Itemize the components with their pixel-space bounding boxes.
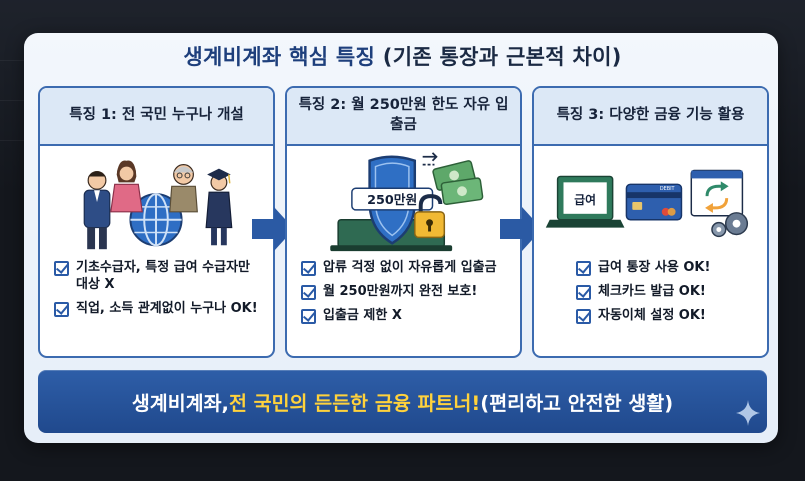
panel-3-heading: 특징 3: 다양한 금융 기능 활용 [534, 88, 767, 146]
check-item: 급여 통장 사용 OK! [576, 260, 759, 277]
banner-highlight: 전 국민의 든든한 금융 파트너! [228, 392, 481, 415]
summary-banner: 생계비계좌, 전 국민의 든든한 금융 파트너! (편리하고 안전한 생활) [38, 370, 767, 433]
background-line [0, 60, 30, 61]
checkbox-icon [54, 261, 69, 276]
check-text: 직업, 소득 관계없이 누구나 OK! [76, 300, 258, 316]
check-text: 자동이체 설정 OK! [598, 307, 706, 323]
sparkle-icon [736, 400, 760, 426]
check-item: 월 250만원까지 완전 보호! [301, 284, 512, 301]
check-text: 압류 걱정 없이 자유롭게 입출금 [323, 260, 497, 275]
arrow-right-icon [252, 207, 294, 251]
banner-part1: 생계비계좌, [131, 392, 229, 415]
card-label: DEBIT [660, 186, 676, 192]
check-text: 기초수급자, 특정 급여 수급자만 대상 X [76, 260, 250, 292]
people-globe-illustration [83, 160, 233, 250]
check-item: 체크카드 발급 OK! [576, 284, 759, 301]
background-line [0, 140, 30, 141]
checkbox-icon [576, 261, 591, 276]
checkbox-icon [301, 284, 316, 300]
feature-panel-2: 특징 2: 월 250만원 한도 자유 입출금 250만원 압류 걱정 없이 자… [285, 86, 522, 358]
checkbox-icon [54, 301, 69, 317]
checkbox-icon [576, 308, 591, 324]
checkbox-icon [301, 261, 316, 276]
check-text: 입출금 제한 X [323, 307, 402, 323]
checkbox-icon [301, 308, 316, 324]
feature-panel-3: 특징 3: 다양한 금융 기능 활용 급여 DEBIT 급여 통장 사용 OK! [532, 86, 769, 358]
shield-lock-illustration: 250만원 [330, 152, 484, 252]
check-text: 체크카드 발급 OK! [598, 283, 706, 299]
check-item: 자동이체 설정 OK! [576, 308, 759, 325]
infographic-title: 생계비계좌 핵심 특징 (기존 통장과 근본적 차이) [0, 41, 805, 71]
laptop-label: 급여 [574, 193, 596, 207]
panel-1-checklist: 기초수급자, 특정 급여 수급자만 대상 X 직업, 소득 관계없이 누구나 O… [54, 260, 265, 325]
check-item: 입출금 제한 X [301, 308, 512, 325]
check-item: 압류 걱정 없이 자유롭게 입출금 [301, 260, 512, 277]
panel-2-checklist: 압류 걱정 없이 자유롭게 입출금 월 250만원까지 완전 보호! 입출금 제… [301, 260, 512, 332]
title-main: 생계비계좌 핵심 특징 [183, 45, 376, 69]
feature-panel-1: 특징 1: 전 국민 누구나 개설 [38, 86, 275, 358]
finance-tools-illustration: 급여 DEBIT [545, 169, 749, 238]
panel-3-checklist: 급여 통장 사용 OK! 체크카드 발급 OK! 자동이체 설정 OK! [576, 260, 759, 332]
arrow-right-icon [500, 207, 542, 251]
check-item: 직업, 소득 관계없이 누구나 OK! [54, 301, 265, 318]
panel-1-heading: 특징 1: 전 국민 누구나 개설 [40, 88, 273, 146]
background-line [0, 100, 30, 101]
check-text: 급여 통장 사용 OK! [598, 260, 711, 275]
check-text: 월 250만원까지 완전 보호! [323, 283, 478, 299]
shield-amount-text: 250만원 [367, 192, 417, 208]
checkbox-icon [576, 284, 591, 300]
panel-2-heading: 특징 2: 월 250만원 한도 자유 입출금 [287, 88, 520, 146]
title-sub: (기존 통장과 근본적 차이) [382, 45, 622, 69]
banner-part2: (편리하고 안전한 생활) [480, 392, 674, 415]
check-item: 기초수급자, 특정 급여 수급자만 대상 X [54, 260, 265, 294]
